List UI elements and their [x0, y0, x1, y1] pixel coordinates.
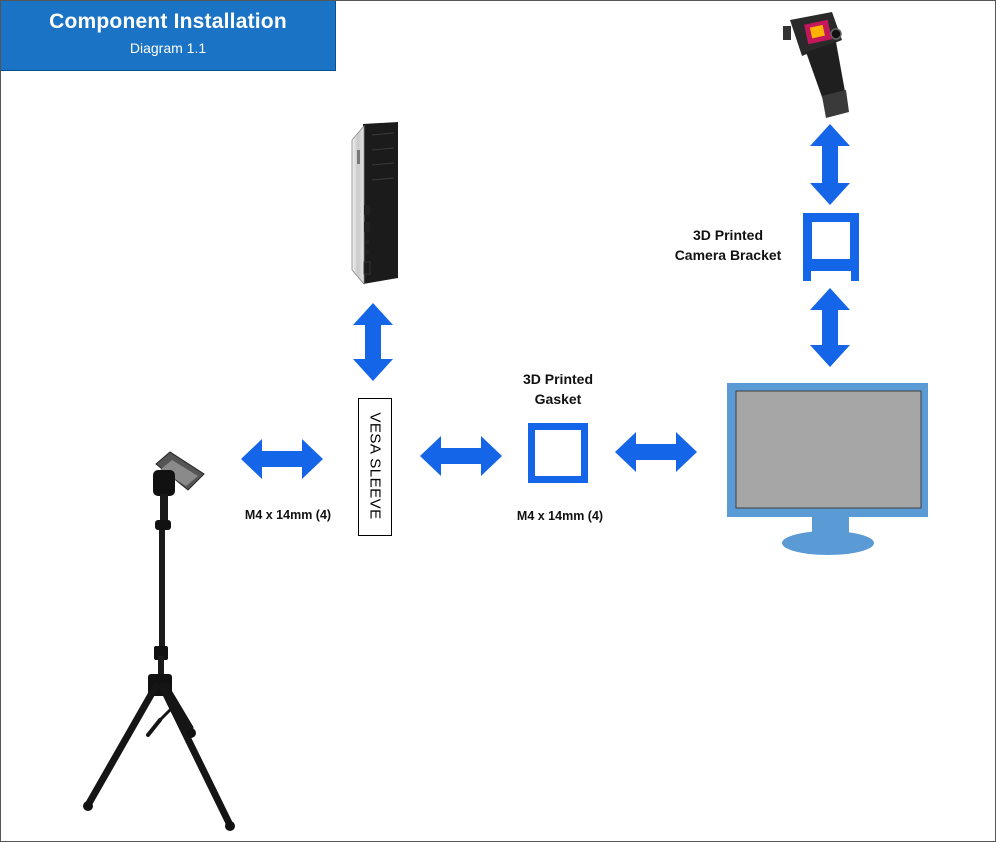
arrow-pc-to-vesa [353, 303, 393, 381]
title-banner: Component Installation Diagram 1.1 [1, 1, 336, 71]
mini-pc-image [351, 122, 398, 286]
page-title: Component Installation [49, 10, 287, 33]
vesa-sleeve-label: VESA SLEEVE [366, 412, 384, 520]
screw-spec-right: M4 x 14mm (4) [516, 509, 604, 523]
arrow-bracket-to-monitor [810, 288, 850, 367]
tripod-stand-image [83, 451, 235, 831]
gasket-square [528, 423, 588, 483]
arrow-stand-to-vesa [241, 439, 323, 479]
monitor-image [727, 383, 928, 555]
gasket-label: 3D Printed Gasket [498, 369, 618, 409]
vesa-sleeve-box [358, 398, 392, 536]
camera-bracket [803, 213, 859, 281]
arrow-camera-to-bracket [810, 124, 850, 205]
screw-spec-left: M4 x 14mm (4) [244, 508, 332, 522]
bracket-label: 3D Printed Camera Bracket [666, 225, 790, 265]
thermal-camera-image [783, 12, 849, 118]
page-subtitle: Diagram 1.1 [129, 40, 207, 56]
bracket-label-line1: 3D Printed [692, 227, 763, 243]
gasket-label-line1: 3D Printed [522, 371, 593, 387]
bracket-label-line2: Camera Bracket [674, 247, 782, 263]
gasket-label-line2: Gasket [534, 391, 582, 407]
arrow-vesa-to-gasket [420, 436, 502, 476]
arrow-gasket-to-monitor [615, 432, 697, 472]
